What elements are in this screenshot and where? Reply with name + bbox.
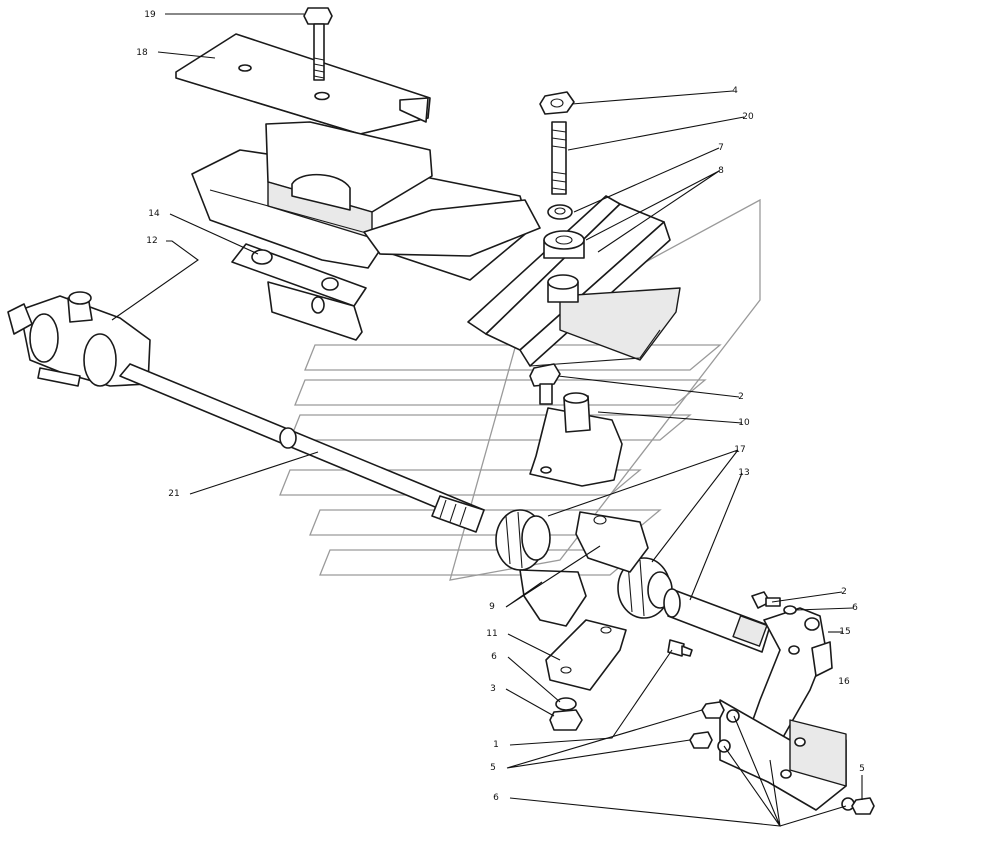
callout-6: 6 <box>491 652 497 662</box>
callout-20: 20 <box>742 112 754 122</box>
callout-7: 7 <box>718 143 724 153</box>
callout-16: 16 <box>838 677 850 687</box>
callout-8: 8 <box>718 166 724 176</box>
bracket-16 <box>719 699 847 811</box>
washer-6-right <box>783 605 797 615</box>
nut-5-c <box>851 797 875 815</box>
bolt-1 <box>667 639 693 657</box>
callout-15: 15 <box>839 627 850 637</box>
bracket-10 <box>529 392 623 487</box>
nut-4 <box>539 91 575 115</box>
callout-21: 21 <box>168 489 179 499</box>
callout-14: 14 <box>148 209 160 219</box>
callout-2: 2 <box>841 587 847 597</box>
callout-5: 5 <box>490 763 496 773</box>
callout-2: 2 <box>738 392 744 402</box>
callout-9: 9 <box>489 602 495 612</box>
lever-15 <box>739 607 833 761</box>
callout-6: 6 <box>493 793 499 803</box>
mounting-plate-18 <box>175 33 431 135</box>
leader-lines <box>111 13 863 827</box>
rubber-bushing-17-left <box>495 509 551 571</box>
steering-gear-12 <box>7 291 151 387</box>
callout-18: 18 <box>136 48 148 58</box>
bolt-2-right <box>751 591 781 609</box>
callout-11: 11 <box>486 629 497 639</box>
nut-5-b <box>689 731 713 749</box>
shaft-21 <box>119 363 485 533</box>
callout-1: 1 <box>493 740 499 750</box>
bushing-8 <box>543 230 585 303</box>
nut-5-a <box>701 701 725 719</box>
bolt-2 <box>529 363 561 405</box>
callout-4: 4 <box>732 86 738 96</box>
callout-13: 13 <box>738 468 749 478</box>
callout-10: 10 <box>738 418 750 428</box>
washer-6-c <box>841 797 855 811</box>
stud-20 <box>551 121 567 195</box>
callout-17: 17 <box>734 445 745 455</box>
callout-19: 19 <box>144 10 156 20</box>
bolt-19 <box>303 7 333 81</box>
clamp-11 <box>545 619 627 691</box>
clamp-half-9 <box>519 511 649 627</box>
nut-3 <box>549 709 583 731</box>
bracket-14 <box>231 243 367 341</box>
washer-6 <box>555 697 577 711</box>
pin-13 <box>663 588 771 653</box>
washer-7 <box>547 204 573 220</box>
washer-6-a <box>726 709 740 723</box>
rubber-bushing-17-right <box>617 557 673 619</box>
frame-member <box>191 121 541 281</box>
callout-5: 5 <box>859 764 865 774</box>
callout-6: 6 <box>852 603 858 613</box>
callout-12: 12 <box>146 236 157 246</box>
callout-3: 3 <box>490 684 496 694</box>
